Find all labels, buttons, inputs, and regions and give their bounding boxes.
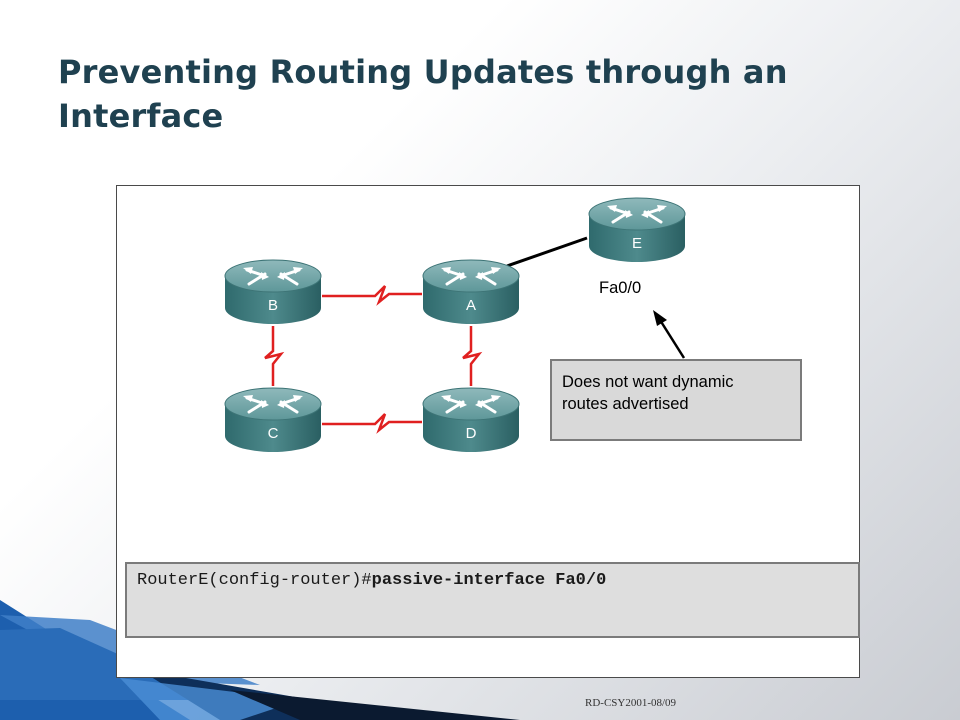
callout-arrow [653,310,686,359]
command-keyword: passive-interface Fa0/0 [371,571,607,590]
router-a-label: A [466,297,476,314]
network-topology: E A B C D [223,196,687,454]
serial-link-c-d [322,413,422,434]
network-figure: E A B C D Fa0/0 Does not want dynamic ro… [116,185,860,678]
router-d-label: D [466,425,477,442]
slide-title: Preventing Routing Updates through an In… [58,53,788,135]
interface-label: Fa0/0 [599,279,642,297]
callout-box: Does not want dynamic routes advertised [550,359,802,441]
router-b-label: B [268,297,278,314]
callout-line-1: Does not want dynamic [562,373,734,391]
ethernet-link-a-e [506,236,588,268]
router-b[interactable]: B [223,258,323,326]
callout-line-2: routes advertised [562,395,689,413]
slide-footer: RD-CSY2001-08/09 [585,697,677,709]
router-e[interactable]: E [587,196,687,264]
router-a[interactable]: A [421,258,521,326]
command-prompt: RouterE(config-router)# [137,571,372,590]
command-box: RouterE(config-router)#passive-interface… [125,562,860,638]
serial-link-a-d [462,326,483,386]
router-d[interactable]: D [421,386,521,454]
serial-link-b-a [322,285,422,306]
serial-link-b-c [264,326,285,386]
router-c-label: C [268,425,279,442]
router-c[interactable]: C [223,386,323,454]
router-e-label: E [632,235,642,252]
